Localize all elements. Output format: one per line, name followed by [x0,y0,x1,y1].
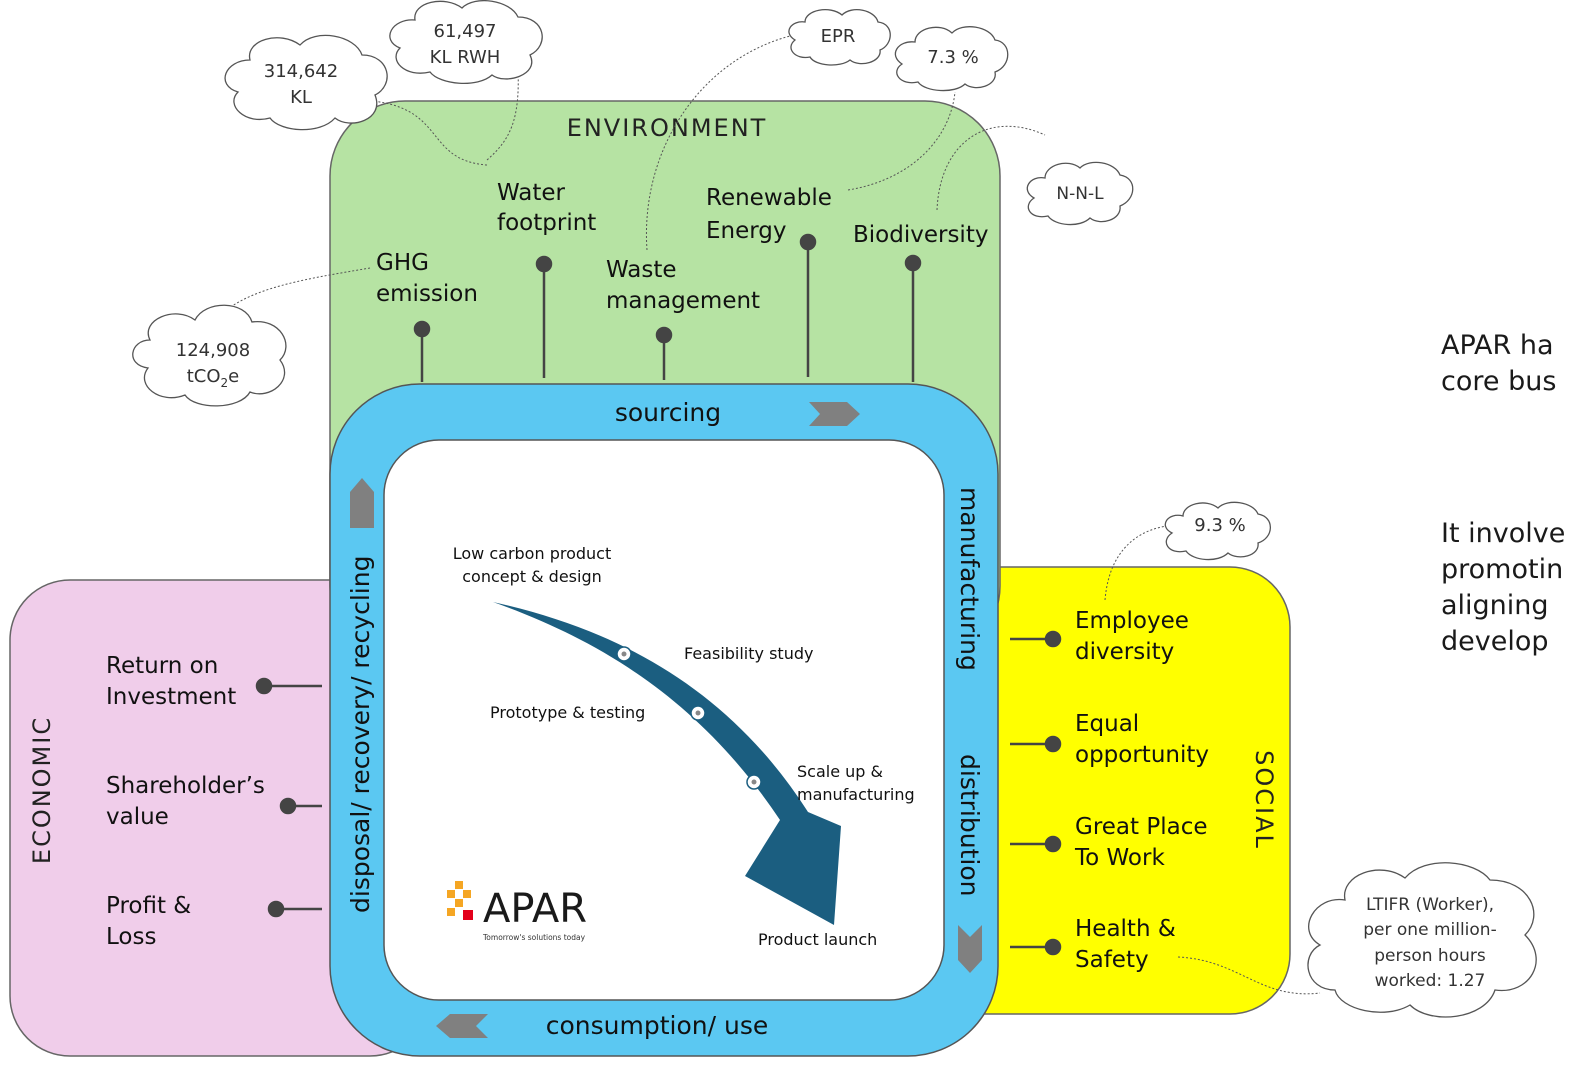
cloud-water-kl-value: 314,642 [264,61,338,82]
lifecycle-sourcing: sourcing [615,398,721,427]
cloud-water-rwh-value: 61,497 [434,21,497,42]
cloud-water-kl-unit: KL [290,87,312,108]
social-item-equal: Equal opportunity [1075,711,1209,768]
curve-stage-markers [616,646,762,790]
environment-title: ENVIRONMENT [567,114,768,142]
social-title: SOCIAL [1250,750,1278,850]
econ-item-roi: Return on Investment [106,653,236,710]
cloud-ghg-unit: tCO2e [187,366,240,390]
side-p2-line4: develop [1441,626,1549,657]
cloud-safety-line2: per one million- [1363,920,1496,940]
cloud-safety-line3: person hours [1374,946,1486,966]
cloud-renewable-icon [894,26,1009,92]
sourcing-chevron-icon [809,402,860,426]
svg-text:Feasibility study: Feasibility study [684,644,813,663]
social-pins [1010,630,1062,956]
cloud-texts: 124,908 tCO2e 314,642 KL 61,497 KL RWH E… [176,21,1497,991]
lifecycle-distribution: distribution [955,754,984,896]
cloud-water-rwh-unit: KL RWH [430,47,501,68]
env-pins [413,233,922,382]
cloud-social-value: 9.3 % [1194,515,1245,536]
social-item-gptw: Great Place To Work [1074,814,1215,871]
clouds [132,0,1537,1018]
side-paragraph-1: APAR ha core bus [1441,328,1556,400]
side-p2-line1: It involve [1441,518,1566,549]
cloud-social-icon [1164,501,1272,561]
side-p1-line2: core bus [1441,366,1557,397]
economic-pins [255,677,322,918]
economic-title: ECONOMIC [28,716,56,864]
cloud-waste-icon [788,9,891,66]
side-paragraph-2: It involve promotin aligning develop [1441,516,1565,660]
econ-item-profit: Profit & Loss [106,893,199,950]
cloud-safety-line4: worked: 1.27 [1375,971,1486,991]
distribution-chevron-icon [958,925,982,973]
svg-text:Scale up &manufacturing: Scale up &manufacturing [797,762,915,804]
svg-text:Product launch: Product launch [758,930,877,949]
product-curve-arrow [493,602,841,925]
social-item-safety: Health & Safety [1075,916,1183,973]
side-p2-line3: aligning [1441,590,1549,621]
cloud-safety-line1: LTIFR (Worker), [1366,895,1494,915]
disposal-arrow-icon [350,478,374,528]
cloud-water-kl-icon [224,34,388,131]
cloud-biodiversity-value: N-N-L [1056,184,1104,204]
consumption-chevron-icon [436,1014,488,1038]
env-item-renewable: Renewable Energy [706,185,839,244]
social-item-diversity: Employee diversity [1075,608,1196,665]
apar-logo: APAR Tomorrow's solutions today [447,881,587,942]
cloud-safety-icon [1307,862,1537,1018]
env-item-biodiversity: Biodiversity [853,222,988,248]
apar-logo-icon [447,881,473,920]
apar-logo-name: APAR [483,886,587,932]
cloud-ghg-value: 124,908 [176,340,250,361]
env-item-ghg: GHG emission [376,250,478,307]
cloud-waste-value: EPR [821,26,856,47]
svg-text:Prototype & testing: Prototype & testing [490,703,645,722]
cloud-ghg-icon [132,304,287,407]
cloud-biodiversity-icon [1026,161,1134,226]
cloud-water-rwh-icon [389,0,543,85]
lifecycle-manufacturing: manufacturing [955,487,984,671]
apar-logo-tagline: Tomorrow's solutions today [482,933,586,942]
env-item-waste: Waste management [606,257,760,314]
env-item-water: Water footprint [497,180,596,236]
econ-item-shareholder: Shareholder’s value [106,773,272,830]
side-p2-line2: promotin [1441,554,1564,585]
cloud-renewable-value: 7.3 % [927,47,978,68]
side-p1-line1: APAR ha [1441,330,1554,361]
lifecycle-disposal: disposal/ recovery/ recycling [346,556,375,913]
lifecycle-consumption: consumption/ use [546,1011,769,1040]
